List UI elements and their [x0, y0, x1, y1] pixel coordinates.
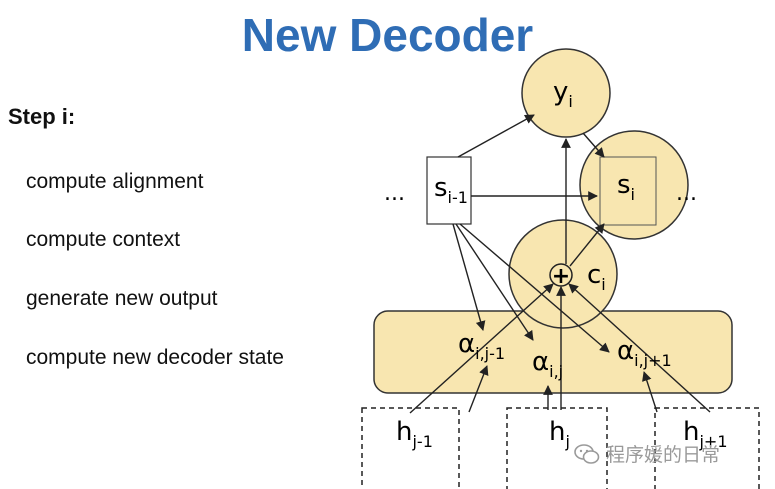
- step-generate-output: generate new output: [26, 287, 218, 310]
- ellipsis-left: ...: [384, 181, 405, 206]
- plus-circle: [549, 263, 573, 287]
- output-node: [521, 48, 611, 138]
- arrow-h-j+1-to-plus: [568, 283, 711, 413]
- encoder-box-j+1: [654, 407, 760, 489]
- arrow-prev-to-output: [457, 114, 535, 158]
- encoder-box-j: [506, 407, 608, 489]
- h-j+1-label: hj+1: [683, 417, 728, 451]
- encoder-box-j-1: [361, 407, 460, 489]
- arrow-prev-to-alpha-j: [455, 223, 534, 341]
- alpha-j+1-label: αi,j+1: [617, 336, 672, 370]
- plus-symbol: +: [552, 264, 570, 289]
- step-compute-decoder-state: compute new decoder state: [26, 346, 284, 369]
- slide-title: New Decoder: [241, 9, 534, 61]
- new-state-circle: [579, 130, 689, 240]
- alpha-j-1-label: αi,j-1: [458, 329, 505, 363]
- arrow-prev-to-alpha-j-1: [452, 223, 486, 331]
- h-j-1-label: hj-1: [396, 417, 433, 451]
- arrow-context-to-newstate: [569, 223, 605, 267]
- prev-state-label: si-1: [434, 173, 468, 207]
- step-compute-context: compute context: [26, 228, 181, 251]
- ellipsis-right: ...: [676, 181, 697, 206]
- wechat-icon: [574, 443, 600, 464]
- arrow-h-j-1-to-alpha: [468, 365, 489, 413]
- step-heading: Step i:: [8, 104, 76, 129]
- watermark: 程序媛的日常: [574, 440, 720, 467]
- alpha-j-label: αi,j: [532, 347, 563, 381]
- step-compute-alignment: compute alignment: [26, 170, 204, 193]
- arrows: [409, 114, 711, 414]
- context-label: ci: [587, 260, 606, 294]
- arrow-h-j+1-to-alpha: [642, 371, 658, 413]
- arrow-output-to-newstate: [582, 132, 605, 158]
- new-state-box: [599, 156, 657, 226]
- arrow-h-j-1-to-plus: [409, 283, 554, 414]
- watermark-text: 程序媛的日常: [606, 445, 721, 466]
- prev-state-box: [426, 156, 472, 225]
- new-state-label: si: [617, 170, 635, 204]
- output-label: yi: [553, 77, 573, 111]
- arrow-prev-to-alpha-j+1: [459, 223, 610, 353]
- h-j-label: hj: [549, 417, 570, 451]
